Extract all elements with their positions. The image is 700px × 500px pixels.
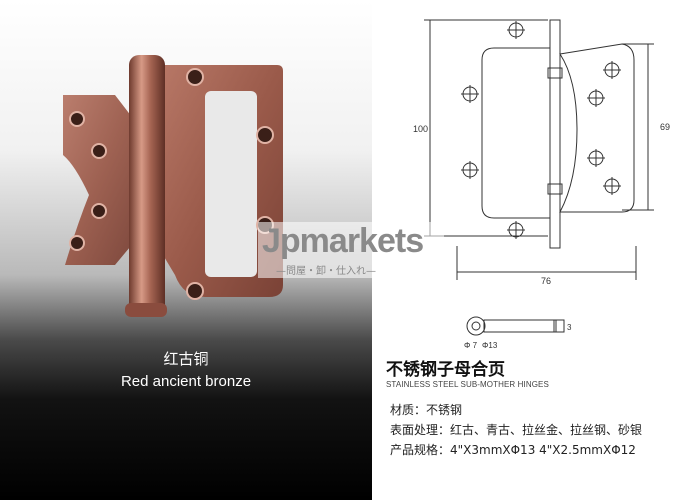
watermark-box: [258, 222, 444, 278]
spec-size: 产品规格：4"X3mmXΦ13 4"X2.5mmXΦ12: [390, 443, 636, 457]
watermark-logo: Jpmarkets: [262, 222, 424, 260]
drawing-right-leaf: [559, 43, 635, 213]
pin-diam-2: Φ13: [482, 341, 498, 350]
pin-diam-1: Φ 7: [464, 341, 478, 350]
product-title-cn: 不锈钢子母合页: [386, 360, 505, 380]
drawing-left-leaf: [481, 47, 551, 219]
hinge-photo: [63, 55, 283, 317]
spec-finish: 表面处理：红古、青古、拉丝金、拉丝钢、砂银: [390, 423, 643, 437]
dim-height: 100: [413, 124, 428, 134]
hinge-knuckle: [129, 55, 165, 317]
caption-cn: 红古铜: [163, 350, 209, 368]
product-title-en: STAINLESS STEEL SUB-MOTHER HINGES: [386, 380, 549, 389]
dim-leaf-height: 69: [660, 122, 670, 132]
technical-drawing: 100 69 76 3 Φ 7 Φ13: [413, 19, 670, 350]
drawing-screw-holes: [461, 21, 621, 239]
caption-en: Red ancient bronze: [120, 373, 252, 390]
dim-thickness: 3: [567, 323, 572, 332]
sub-leaf: [63, 95, 135, 265]
dim-width: 76: [541, 276, 551, 286]
leaf-cutout: [205, 91, 257, 277]
drawing-pin: [549, 19, 561, 249]
watermark-tagline: —問屋・卸・仕入れ—: [276, 266, 376, 277]
spec-material: 材质：不锈钢: [390, 403, 463, 417]
